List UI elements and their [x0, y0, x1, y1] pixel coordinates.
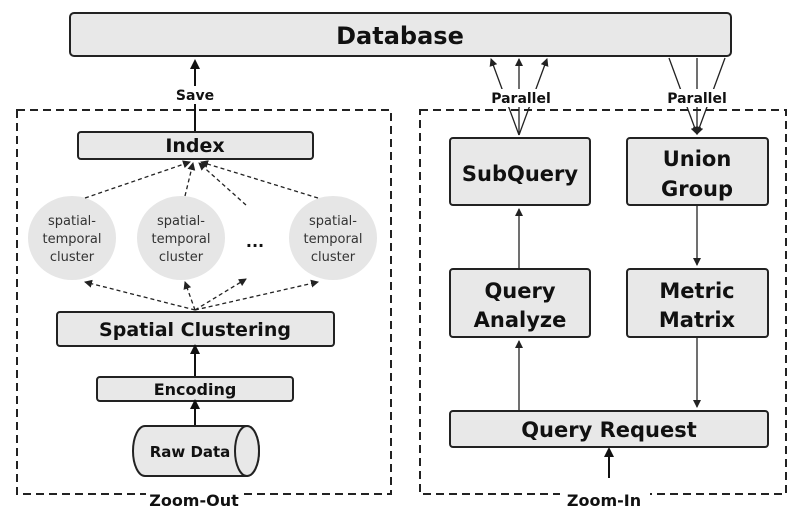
subquery-box [449, 137, 591, 206]
cluster-2-line-3: cluster [159, 250, 204, 265]
union-group-box [626, 137, 769, 206]
save-label-bg [172, 86, 218, 104]
dash-arrow-cluster-3-low [194, 279, 319, 311]
raw-data-label: Raw Data [150, 443, 231, 461]
raw-data-cylinder-cap [234, 425, 260, 477]
zoom-out-caption: Zoom-Out [149, 491, 239, 510]
spatial-clustering-label: Spatial Clustering [99, 319, 291, 341]
union-group-label-1: Union [663, 147, 732, 171]
metric-matrix-box [626, 268, 769, 338]
metric-matrix-label-1: Metric [659, 279, 734, 303]
cluster-2-line-2: temporal [152, 232, 211, 247]
dash-arrow-ellipsis-low [194, 278, 247, 311]
cluster-1-line-2: temporal [43, 232, 102, 247]
parallel-right-label-bg [663, 89, 733, 107]
cluster-ellipse-1 [28, 196, 116, 280]
cluster-ellipsis: ... [246, 232, 264, 251]
cluster-3-line-2: temporal [304, 232, 363, 247]
subquery-label: SubQuery [462, 162, 579, 186]
cluster-3-line-3: cluster [311, 250, 356, 265]
zoom-in-caption-bg [560, 488, 650, 510]
dash-arrow-cluster-1-up [84, 160, 191, 199]
zoom-in-caption: Zoom-In [567, 491, 641, 510]
cluster-1-line-3: cluster [50, 250, 95, 265]
dash-arrow-cluster-2-low [183, 281, 196, 311]
parallel-right-label: Parallel [667, 91, 727, 107]
dash-arrow-cluster-2-up [184, 162, 196, 197]
save-label: Save [176, 88, 214, 104]
parallel-left-label-bg [486, 89, 556, 107]
index-label: Index [165, 135, 224, 157]
query-analyze-label-1: Query [484, 279, 555, 303]
metric-matrix-label-2: Matrix [659, 308, 736, 332]
encoding-label: Encoding [154, 380, 237, 399]
index-box [77, 131, 314, 160]
query-analyze-box [449, 268, 591, 338]
database-label: Database [336, 22, 464, 50]
cluster-2-line-1: spatial- [157, 214, 205, 229]
cluster-3-line-1: spatial- [309, 214, 357, 229]
cluster-1-line-1: spatial- [48, 214, 96, 229]
zoom-in-panel [419, 109, 787, 495]
query-analyze-label-2: Analyze [474, 308, 567, 332]
zoom-out-panel [16, 109, 392, 495]
query-request-label: Query Request [521, 418, 697, 442]
dash-arrow-cluster-1-low [84, 279, 196, 311]
cluster-ellipse-3 [289, 196, 377, 280]
zoom-out-caption-bg [146, 488, 242, 510]
database-box [69, 12, 732, 57]
cluster-ellipse-2 [137, 196, 225, 280]
dash-arrow-ellipsis-up [198, 162, 247, 206]
union-group-label-2: Group [661, 177, 733, 201]
parallel-left-label: Parallel [491, 91, 551, 107]
